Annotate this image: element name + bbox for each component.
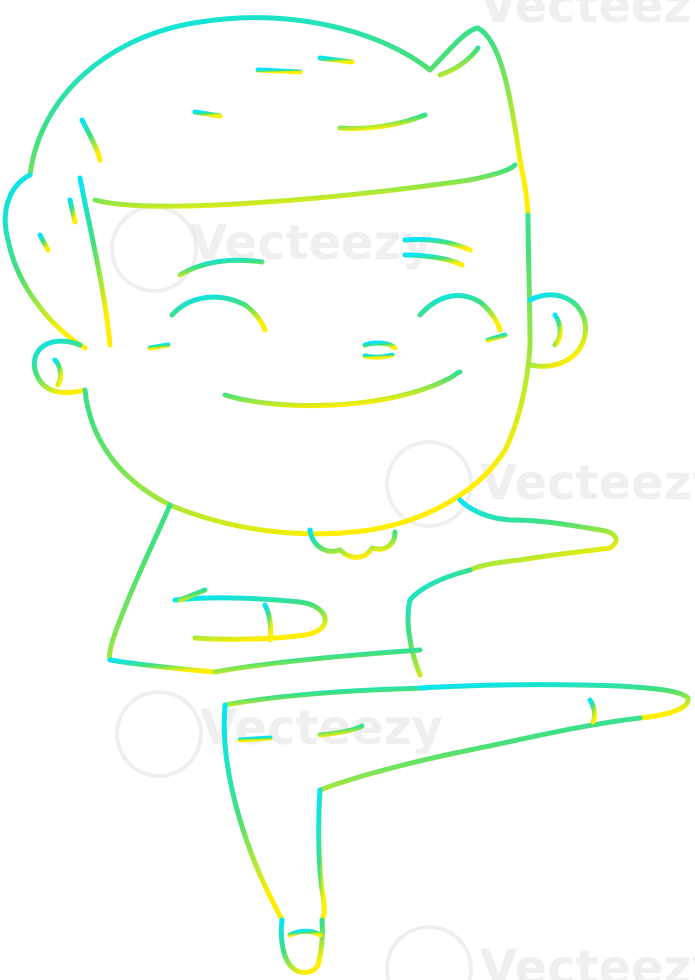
right-eyebrow-lower <box>402 252 465 268</box>
hair-parting <box>92 162 518 209</box>
nose <box>362 340 398 351</box>
pants-wrinkle <box>317 723 365 738</box>
chin-beard <box>307 527 398 560</box>
hair-strand <box>37 232 51 253</box>
hair-strand <box>337 112 428 131</box>
mouth-smile <box>222 369 463 409</box>
torso-right <box>457 497 619 573</box>
folded-arm-cuff <box>262 602 274 643</box>
face-outline <box>82 212 533 537</box>
hair-front-swoop <box>2 172 88 351</box>
hair-strand <box>79 117 103 163</box>
hair-strand <box>437 45 481 78</box>
left-eye-crinkle <box>147 342 171 351</box>
right-eye-crinkle <box>485 332 508 343</box>
neck-left <box>107 502 173 663</box>
waistband <box>212 647 423 675</box>
hair-strand <box>192 109 223 119</box>
pants-wrinkle <box>237 735 273 743</box>
folded-arm <box>172 595 328 642</box>
right-ear-inner <box>552 312 563 348</box>
folded-arm-fingers <box>177 587 208 603</box>
right-eye <box>417 293 503 333</box>
standing-foot <box>278 917 325 975</box>
right-ear <box>527 292 589 369</box>
left-eye <box>169 294 268 333</box>
extended-foot-line <box>587 697 598 725</box>
torso-outline <box>107 657 218 675</box>
left-eyebrow <box>177 257 265 278</box>
right-arm-upper <box>405 567 473 678</box>
hair-outline <box>27 15 531 218</box>
right-eyebrow <box>402 237 473 253</box>
pants-inner <box>316 787 327 923</box>
hair-side <box>77 175 113 348</box>
left-ear <box>31 338 88 396</box>
extended-leg-top <box>417 682 691 721</box>
hair-strand <box>67 197 78 225</box>
extended-leg-bottom <box>317 715 643 793</box>
hair-strand <box>317 55 355 65</box>
waistband-lower <box>222 685 428 708</box>
foot-crease <box>287 928 323 938</box>
left-ear-inner <box>52 357 64 388</box>
hair-strand <box>255 67 303 75</box>
nose-lower <box>362 352 395 360</box>
pants-left <box>221 702 285 923</box>
